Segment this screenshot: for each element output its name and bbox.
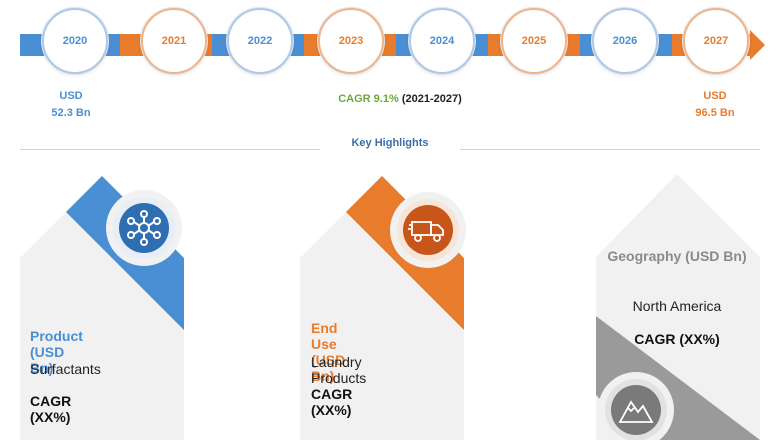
geography-card-title: Geography (USD Bn) — [607, 248, 747, 264]
divider-left — [20, 149, 320, 150]
geography-card-cagr: CAGR (XX%) — [634, 331, 720, 347]
year-label: 2026 — [612, 35, 638, 47]
start-currency: USD — [59, 90, 83, 102]
start-amount: 52.3 Bn — [51, 107, 91, 119]
cagr-value: CAGR 9.1% — [338, 93, 399, 105]
end-use-card-cagr: CAGR (XX%) — [311, 386, 353, 418]
geography-card-item: North America — [632, 298, 722, 314]
end-use-card-item: Laundry Products — [311, 354, 367, 386]
network-icon — [127, 210, 161, 246]
product-card-cagr: CAGR (XX%) — [30, 393, 72, 425]
year-circle: 2026 — [592, 8, 658, 74]
year-circle: 2024 — [409, 8, 475, 74]
year-circle: 2022 — [227, 8, 293, 74]
product-card-title: Product (USD Bn) — [30, 328, 83, 376]
year-label: 2021 — [161, 35, 187, 47]
end-amount: 96.5 Bn — [695, 107, 735, 119]
mountain-icon — [618, 400, 654, 423]
year-circle: 2021 — [141, 8, 207, 74]
year-circle: 2025 — [501, 8, 567, 74]
end-currency: USD — [703, 90, 727, 102]
timeline: 2020 2021 2022 2023 2024 2025 2026 2027 — [0, 0, 780, 90]
delivery-truck-icon — [408, 221, 444, 242]
year-label: 2027 — [703, 35, 729, 47]
year-circle: 2023 — [318, 8, 384, 74]
year-label: 2022 — [247, 35, 273, 47]
key-highlights-heading: Key Highlights — [351, 137, 429, 149]
end-use-card-title: End Use (USD Bn) — [311, 320, 346, 384]
cagr-summary: CAGR 9.1% (2021-2027) — [300, 93, 500, 105]
product-card-item: Surfactants — [30, 361, 101, 377]
start-value: USD 52.3 Bn — [40, 88, 102, 122]
divider-right — [460, 149, 760, 150]
year-circle: 2027 — [683, 8, 749, 74]
year-label: 2025 — [521, 35, 547, 47]
year-label: 2023 — [338, 35, 364, 47]
year-label: 2020 — [62, 35, 88, 47]
cagr-period: (2021-2027) — [398, 93, 462, 105]
year-circle: 2020 — [42, 8, 108, 74]
end-value: USD 96.5 Bn — [686, 88, 744, 122]
year-label: 2024 — [429, 35, 455, 47]
